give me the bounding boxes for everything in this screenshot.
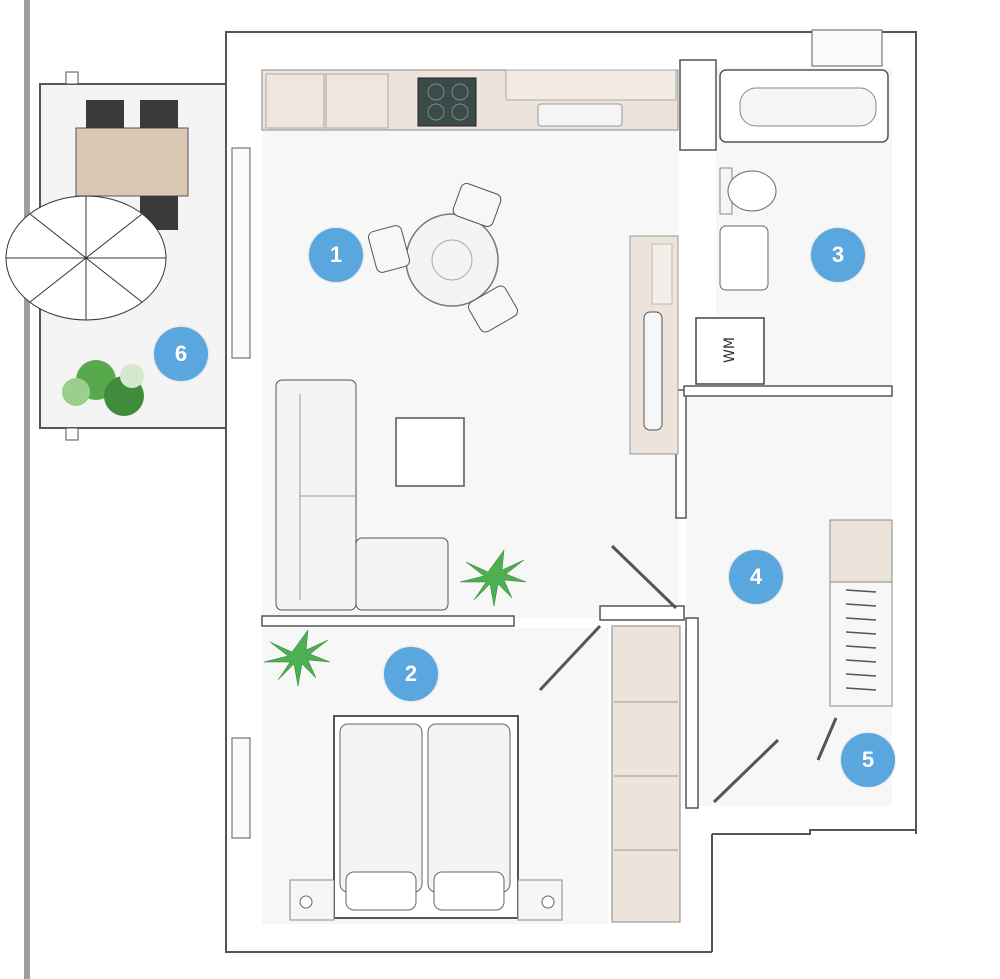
door-bedroom	[538, 624, 602, 692]
bathroom-sink	[719, 225, 769, 291]
plant-bedroom	[263, 629, 331, 687]
balcony-post-bottom	[65, 427, 79, 441]
lamp-right	[541, 895, 555, 909]
balcony-chair-1	[86, 100, 124, 128]
burner-1	[427, 83, 445, 101]
washing-machine	[695, 317, 765, 385]
exterior-notch	[712, 834, 918, 954]
burner-4	[451, 103, 469, 121]
wall-bedroom-hall	[599, 605, 685, 621]
kitchen-upper-cabinet	[505, 69, 677, 101]
kitchen-cabinet-2	[325, 73, 389, 129]
window-bathroom	[811, 29, 883, 67]
door-entrance	[712, 738, 780, 804]
dining-chair-left	[367, 225, 411, 273]
pillow-left	[345, 871, 417, 911]
room-badge-3: 3	[811, 228, 865, 282]
burner-2	[451, 83, 469, 101]
dining-table-center	[431, 239, 473, 281]
books	[651, 243, 673, 305]
dining-chair-bottom	[468, 285, 518, 333]
bed-mattress-right	[427, 723, 511, 893]
balcony-post-top	[65, 71, 79, 85]
hall-shoe-cabinet	[829, 519, 893, 583]
kitchen-cabinet-1	[265, 73, 325, 129]
door-living-hall	[610, 544, 678, 610]
hall-wardrobe	[829, 581, 893, 707]
wall-hall-left	[685, 617, 699, 809]
sofa	[275, 379, 357, 611]
coffee-table	[395, 417, 465, 487]
window-bedroom	[231, 737, 251, 839]
bed-mattress-left	[339, 723, 423, 893]
parasol	[5, 195, 167, 321]
window-living	[231, 147, 251, 359]
balcony-chair-2	[140, 100, 178, 128]
tv	[643, 311, 663, 431]
balcony-shrub	[62, 360, 144, 416]
closet-notch-outline	[712, 829, 916, 835]
toilet-bowl	[727, 170, 777, 212]
burner-3	[427, 103, 445, 121]
room-badge-6: 6	[154, 327, 208, 381]
wall-bathroom-left	[679, 59, 717, 151]
sofa-chaise	[355, 537, 449, 611]
dining-table	[405, 213, 499, 307]
page-left-rule	[24, 0, 30, 979]
bedroom-wardrobe	[611, 625, 681, 923]
hangers	[845, 589, 877, 691]
washing-machine-label: WM	[721, 337, 738, 363]
plant-living	[459, 549, 527, 607]
pillow-right	[433, 871, 505, 911]
dining-chair-top	[452, 183, 502, 227]
lamp-left	[299, 895, 313, 909]
room-badge-5: 5	[841, 733, 895, 787]
door-closet	[816, 717, 838, 761]
cooktop	[417, 77, 477, 127]
bathtub-inner	[739, 87, 877, 127]
room-badge-1: 1	[309, 228, 363, 282]
room-badge-4: 4	[729, 550, 783, 604]
kitchen-sink	[537, 103, 623, 127]
nightstand-right	[517, 879, 563, 921]
balcony-table	[75, 127, 189, 197]
room-badge-2: 2	[384, 647, 438, 701]
wall-living-bedroom	[261, 615, 515, 627]
wall-hall-bathroom	[683, 385, 893, 397]
